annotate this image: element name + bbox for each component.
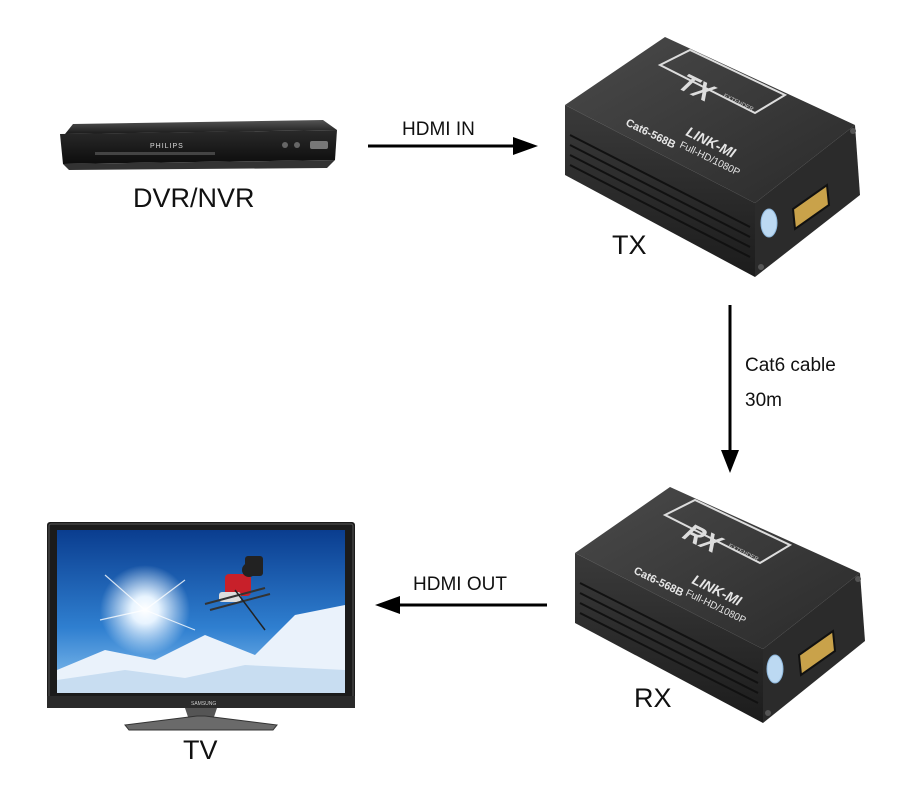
rx-hdmi-port	[797, 629, 837, 677]
dvr-player-image: PHILIPS	[60, 120, 337, 170]
source-label: DVR/NVR	[133, 183, 255, 213]
display-label: TV	[183, 735, 218, 765]
hdmi-in-arrow	[368, 137, 538, 155]
hdmi-in-label: HDMI IN	[402, 119, 475, 140]
rx-label: RX	[634, 683, 672, 713]
tx-label: TX	[612, 230, 647, 260]
tx-extender-image: TX EXTENDER Cat6-568B LINK-MI Full-HD/10…	[565, 37, 860, 277]
hdmi-out-label: HDMI OUT	[413, 574, 507, 595]
tv-brand-text: SAMSUNG	[191, 701, 216, 707]
dvr-brand-text: PHILIPS	[150, 143, 184, 150]
hdmi-out-arrow	[375, 596, 547, 614]
tv-image: SAMSUNG	[47, 522, 355, 731]
rx-extender-image: RX EXTENDER Cat6-568B LINK-MI Full-HD/10…	[575, 487, 865, 723]
tx-hdmi-port	[791, 183, 831, 231]
cable-type-label: Cat6 cable	[745, 355, 836, 376]
cat6-cable-arrow	[721, 305, 739, 473]
cable-length-label: 30m	[745, 390, 782, 411]
